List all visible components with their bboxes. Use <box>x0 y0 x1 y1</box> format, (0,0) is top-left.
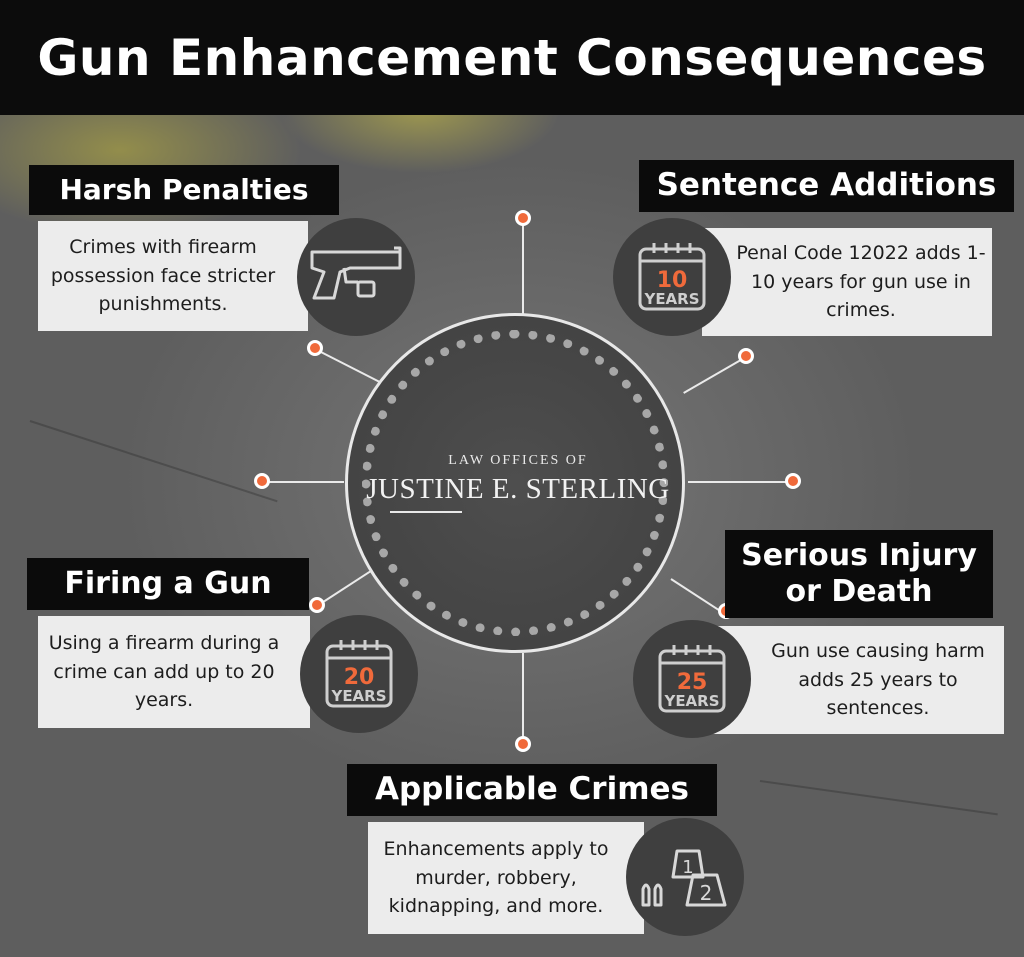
applicable-crimes-icon-circle: 1 2 <box>626 818 744 936</box>
page-title: Gun Enhancement Consequences <box>37 28 987 87</box>
central-hub: LAW OFFICES OF JUSTINE E. STERLING <box>345 313 685 653</box>
sentence-additions-description: Penal Code 12022 adds 1-10 years for gun… <box>736 242 986 322</box>
background-crack <box>29 420 278 503</box>
calendar-unit: YEARS <box>330 687 386 705</box>
connector-dot <box>515 210 531 226</box>
evidence-markers-icon: 1 2 <box>641 849 727 907</box>
calendar-number: 20 <box>344 665 375 690</box>
harsh-penalties-description-box: Crimes with firearm possession face stri… <box>38 221 308 331</box>
harsh-penalties-icon-circle <box>297 218 415 336</box>
firing-a-gun-description: Using a firearm during a crime can add u… <box>48 632 280 712</box>
firing-a-gun-title-box: Firing a Gun <box>27 558 309 610</box>
calendar-icon: 25 YEARS <box>658 645 726 713</box>
hub-subtitle: LAW OFFICES OF <box>448 453 588 468</box>
serious-injury-title: Serious Injury or Death <box>741 538 977 609</box>
calendar-unit: YEARS <box>663 692 719 710</box>
page-header: Gun Enhancement Consequences <box>0 0 1024 115</box>
calendar-icon: 10 YEARS <box>638 243 706 311</box>
sentence-additions-icon-circle: 10 YEARS <box>613 218 731 336</box>
applicable-crimes-title: Applicable Crimes <box>375 771 689 808</box>
sentence-additions-title-box: Sentence Additions <box>639 160 1014 212</box>
evidence-marker-1: 1 <box>682 857 693 878</box>
connector-dot <box>309 597 325 613</box>
harsh-penalties-title-box: Harsh Penalties <box>29 165 339 215</box>
serious-injury-icon-circle: 25 YEARS <box>633 620 751 738</box>
sentence-additions-description-box: Penal Code 12022 adds 1-10 years for gun… <box>702 228 992 336</box>
firing-a-gun-description-box: Using a firearm during a crime can add u… <box>38 616 310 728</box>
hub-title: JUSTINE E. STERLING <box>366 473 670 505</box>
connector-dot <box>738 348 754 364</box>
firing-a-gun-title: Firing a Gun <box>64 566 272 601</box>
background-crack <box>759 780 998 816</box>
calendar-icon: 20 YEARS <box>325 640 393 708</box>
firing-a-gun-icon-circle: 20 YEARS <box>300 615 418 733</box>
connector-line <box>522 653 524 745</box>
calendar-number: 25 <box>677 670 708 695</box>
connector-line <box>262 481 344 483</box>
sentence-additions-title: Sentence Additions <box>656 167 997 204</box>
hub-underline <box>390 511 462 513</box>
harsh-penalties-title: Harsh Penalties <box>59 173 309 207</box>
applicable-crimes-title-box: Applicable Crimes <box>347 764 717 816</box>
serious-injury-description-box: Gun use causing harm adds 25 years to se… <box>712 626 1004 734</box>
evidence-marker-2: 2 <box>700 881 713 905</box>
harsh-penalties-description: Crimes with firearm possession face stri… <box>50 236 276 316</box>
serious-injury-title-box: Serious Injury or Death <box>725 530 993 618</box>
connector-line <box>688 481 793 483</box>
connector-dot <box>254 473 270 489</box>
calendar-number: 10 <box>657 268 688 293</box>
calendar-unit: YEARS <box>643 290 699 308</box>
hub-dashed-ring <box>362 330 668 636</box>
connector-dot <box>515 736 531 752</box>
serious-injury-description: Gun use causing harm adds 25 years to se… <box>771 640 985 720</box>
connector-dot <box>785 473 801 489</box>
connector-dot <box>307 340 323 356</box>
handgun-icon <box>310 246 402 300</box>
connector-line <box>522 219 524 315</box>
applicable-crimes-description-box: Enhancements apply to murder, robbery, k… <box>368 822 644 934</box>
applicable-crimes-description: Enhancements apply to murder, robbery, k… <box>383 838 609 918</box>
